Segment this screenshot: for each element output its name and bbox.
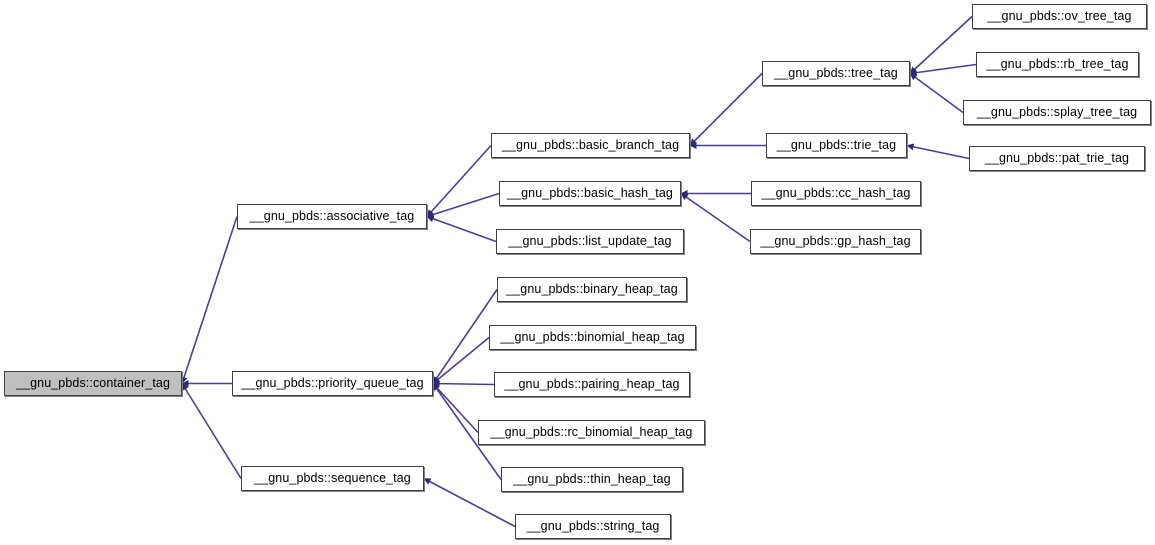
node-binomial_heap_tag[interactable]: __gnu_pbds::binomial_heap_tag xyxy=(489,325,696,350)
node-label-associative_tag: __gnu_pbds::associative_tag xyxy=(249,209,415,224)
node-basic_branch_tag[interactable]: __gnu_pbds::basic_branch_tag xyxy=(491,133,690,158)
node-label-basic_hash_tag: __gnu_pbds::basic_hash_tag xyxy=(507,186,673,201)
node-sequence_tag[interactable]: __gnu_pbds::sequence_tag xyxy=(241,466,424,491)
node-label-pat_trie_tag: __gnu_pbds::pat_trie_tag xyxy=(984,151,1130,166)
node-label-binomial_heap_tag: __gnu_pbds::binomial_heap_tag xyxy=(500,330,685,345)
node-gp_hash_tag[interactable]: __gnu_pbds::gp_hash_tag xyxy=(750,229,921,254)
node-pat_trie_tag[interactable]: __gnu_pbds::pat_trie_tag xyxy=(969,146,1145,171)
node-list_update_tag[interactable]: __gnu_pbds::list_update_tag xyxy=(496,229,684,254)
node-basic_hash_tag[interactable]: __gnu_pbds::basic_hash_tag xyxy=(499,181,681,206)
node-label-pairing_heap_tag: __gnu_pbds::pairing_heap_tag xyxy=(504,377,680,392)
node-label-tree_tag: __gnu_pbds::tree_tag xyxy=(774,66,898,81)
node-label-trie_tag: __gnu_pbds::trie_tag xyxy=(776,138,897,153)
node-label-sequence_tag: __gnu_pbds::sequence_tag xyxy=(254,471,411,486)
node-tree_tag[interactable]: __gnu_pbds::tree_tag xyxy=(762,61,910,86)
node-label-string_tag: __gnu_pbds::string_tag xyxy=(526,519,660,534)
node-ov_tree_tag[interactable]: __gnu_pbds::ov_tree_tag xyxy=(972,4,1147,29)
node-label-rc_binomial_heap_tag: __gnu_pbds::rc_binomial_heap_tag xyxy=(490,425,693,440)
node-label-ov_tree_tag: __gnu_pbds::ov_tree_tag xyxy=(987,9,1132,24)
node-trie_tag[interactable]: __gnu_pbds::trie_tag xyxy=(766,133,907,158)
node-pairing_heap_tag[interactable]: __gnu_pbds::pairing_heap_tag xyxy=(494,372,690,397)
node-label-gp_hash_tag: __gnu_pbds::gp_hash_tag xyxy=(760,234,911,249)
node-label-rb_tree_tag: __gnu_pbds::rb_tree_tag xyxy=(986,57,1129,72)
node-label-list_update_tag: __gnu_pbds::list_update_tag xyxy=(508,234,672,249)
node-container_tag[interactable]: __gnu_pbds::container_tag xyxy=(4,371,182,396)
node-splay_tree_tag[interactable]: __gnu_pbds::splay_tree_tag xyxy=(963,100,1151,125)
node-cc_hash_tag[interactable]: __gnu_pbds::cc_hash_tag xyxy=(751,181,921,206)
node-label-priority_queue_tag: __gnu_pbds::priority_queue_tag xyxy=(241,376,424,391)
node-label-splay_tree_tag: __gnu_pbds::splay_tree_tag xyxy=(976,105,1138,120)
node-label-basic_branch_tag: __gnu_pbds::basic_branch_tag xyxy=(501,138,680,153)
node-label-binary_heap_tag: __gnu_pbds::binary_heap_tag xyxy=(506,282,678,297)
node-priority_queue_tag[interactable]: __gnu_pbds::priority_queue_tag xyxy=(232,371,433,396)
node-rc_binomial_heap_tag[interactable]: __gnu_pbds::rc_binomial_heap_tag xyxy=(478,420,705,445)
node-string_tag[interactable]: __gnu_pbds::string_tag xyxy=(515,514,671,539)
node-thin_heap_tag[interactable]: __gnu_pbds::thin_heap_tag xyxy=(501,467,683,492)
node-rb_tree_tag[interactable]: __gnu_pbds::rb_tree_tag xyxy=(976,52,1139,77)
node-label-thin_heap_tag: __gnu_pbds::thin_heap_tag xyxy=(513,472,671,487)
node-label-cc_hash_tag: __gnu_pbds::cc_hash_tag xyxy=(761,186,911,201)
node-associative_tag[interactable]: __gnu_pbds::associative_tag xyxy=(237,204,427,229)
node-label-container_tag: __gnu_pbds::container_tag xyxy=(15,376,170,391)
node-binary_heap_tag[interactable]: __gnu_pbds::binary_heap_tag xyxy=(497,277,687,302)
